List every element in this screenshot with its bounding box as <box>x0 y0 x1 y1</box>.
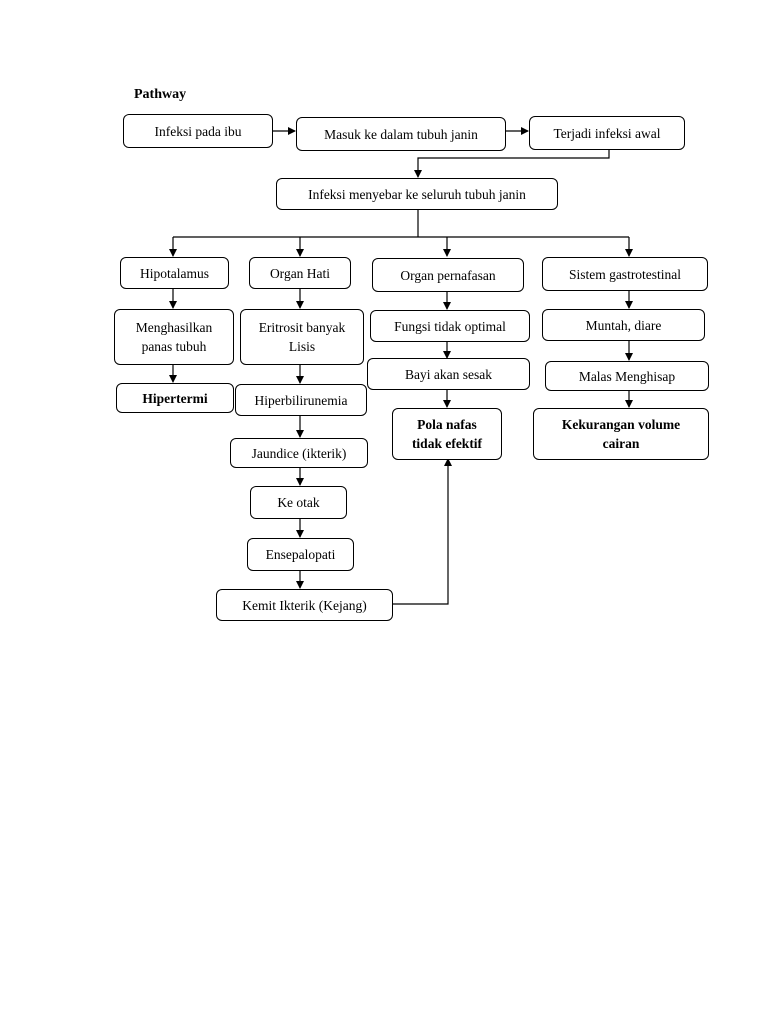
node-jaundice: Jaundice (ikterik) <box>230 438 368 468</box>
node-eritrosit-lisis: Eritrosit banyak Lisis <box>240 309 364 365</box>
diagram-title: Pathway <box>134 87 187 102</box>
node-organ-hati: Organ Hati <box>249 257 351 289</box>
node-fungsi-tidak-optimal: Fungsi tidak optimal <box>370 310 530 342</box>
node-menghasilkan-panas: Menghasilkan panas tubuh <box>114 309 234 365</box>
node-infeksi-menyebar: Infeksi menyebar ke seluruh tubuh janin <box>276 178 558 210</box>
node-hipotalamus: Hipotalamus <box>120 257 229 289</box>
node-ke-otak: Ke otak <box>250 486 347 519</box>
node-sistem-gastrotestinal: Sistem gastrotestinal <box>542 257 708 291</box>
edge-awal-to-menyebar <box>414 149 610 178</box>
node-terjadi-infeksi-awal: Terjadi infeksi awal <box>529 116 685 150</box>
node-muntah-diare: Muntah, diare <box>542 309 705 341</box>
edge-kemit-to-pola <box>392 458 452 605</box>
node-hiperbilirunemia: Hiperbilirunemia <box>235 384 367 416</box>
node-kemit-ikterik: Kemit Ikterik (Kejang) <box>216 589 393 621</box>
node-masuk-tubuh-janin: Masuk ke dalam tubuh janin <box>296 117 506 151</box>
node-infeksi-pada-ibu: Infeksi pada ibu <box>123 114 273 148</box>
node-malas-menghisap: Malas Menghisap <box>545 361 709 391</box>
node-bayi-akan-sesak: Bayi akan sesak <box>367 358 530 390</box>
node-pola-nafas-tidak-efektif: Pola nafas tidak efektif <box>392 408 502 460</box>
node-kekurangan-volume-cairan: Kekurangan volume cairan <box>533 408 709 460</box>
node-hipertermi: Hipertermi <box>116 383 234 413</box>
node-organ-pernafasan: Organ pernafasan <box>372 258 524 292</box>
node-ensepalopati: Ensepalopati <box>247 538 354 571</box>
